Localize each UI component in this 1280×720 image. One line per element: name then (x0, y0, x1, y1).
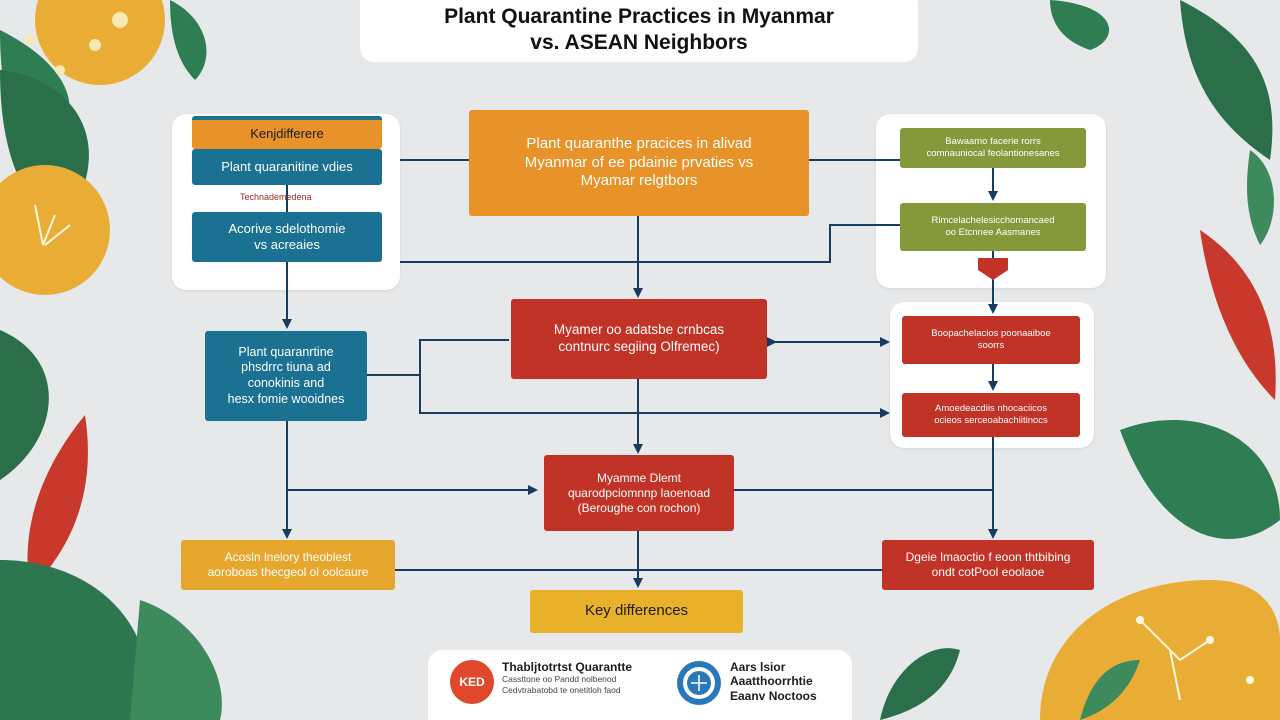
left-middle-node: Plant quaranrtine phsdrrc tiuna ad conok… (205, 331, 367, 421)
center-lower-node: Myamme Dlemt quarodpciomnnp laoenoad (Be… (544, 455, 734, 531)
right-bottom-node-1: Boopachelacios poonaaiboe soorrs (902, 316, 1080, 364)
footer-item-1: Thabljtotrtst Quarantte Cassttone oo Pan… (502, 660, 633, 695)
right-top-node-2: Rimcelachelesicchomancaed oo Etcnnee Aas… (900, 203, 1086, 251)
footer-legend: KED Thabljtotrtst Quarantte Cassttone oo… (428, 650, 852, 720)
center-middle-node: Myamer oo adatsbe crnbcas contnurc segii… (511, 299, 767, 379)
left-caption: Technademedena (240, 192, 312, 202)
seal-icon (677, 661, 721, 705)
flower-icon (880, 580, 1280, 720)
central-topic-node: Plant quaranthe pracices in alivad Myanm… (469, 110, 809, 216)
leaf-icon (1050, 0, 1280, 540)
page-title: Plant Quarantine Practices in Myanmar vs… (360, 0, 918, 62)
seal-icon: KED (450, 660, 494, 704)
key-difference-label: Kenjdifferere (192, 116, 382, 149)
footer-item-2: Aars lsior Aaatthoorrhtie Eaanv Noctoos (730, 660, 817, 703)
right-bottom-node-2: Amoedeacdiis nhocaciicos ocieos serceoab… (902, 393, 1080, 437)
right-top-node-1: Bawaamo facerie rorrs comnauniocal feola… (900, 128, 1086, 168)
flower-icon (0, 165, 110, 295)
plant-quarantine-node: Plant quaranitine vdies (192, 149, 382, 185)
acrive-node: Acorive sdelothomie vs acreaies (192, 212, 382, 262)
leaf-icon (0, 330, 222, 720)
bottom-right-node: Dgeie lmaoctio f eoon thtbibing ondt cot… (882, 540, 1094, 590)
bottom-left-node: Acosln lnelory theoblest aoroboas thecge… (181, 540, 395, 590)
key-differences-node: Key differences (530, 590, 743, 633)
title-line-2: vs. ASEAN Neighbors (530, 31, 748, 54)
title-line-1: Plant Quarantine Practices in Myanmar (444, 4, 834, 28)
